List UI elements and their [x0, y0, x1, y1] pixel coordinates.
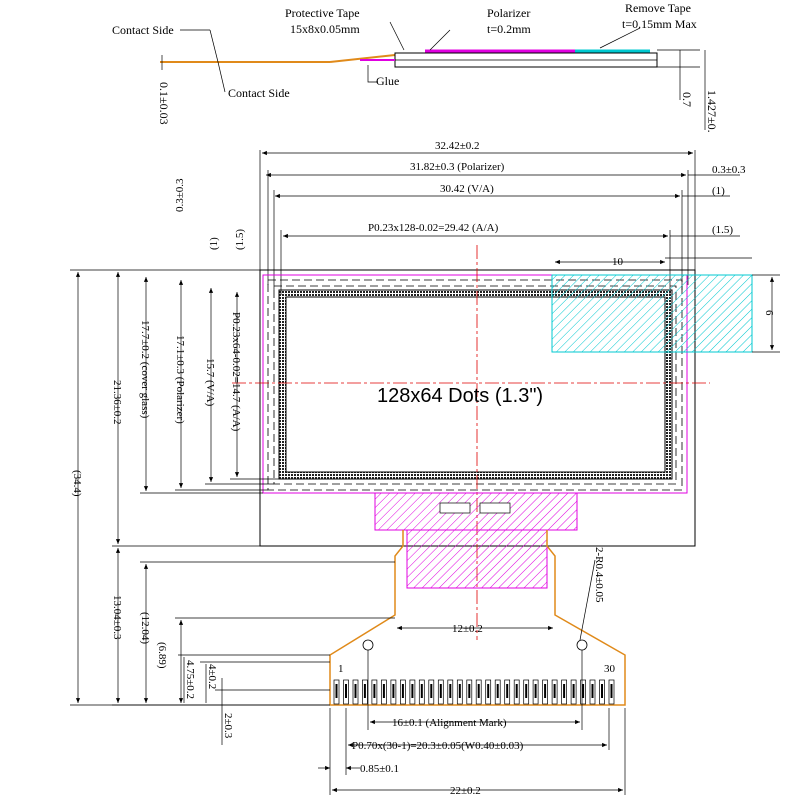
fpc-pin-contact [382, 684, 385, 698]
dim-width-total: 32.42±0.2 [435, 140, 480, 152]
fpc-pin-contact [430, 684, 433, 698]
dim-height-total: (34.4) [71, 470, 83, 497]
protective-tape-label: Protective Tape [285, 6, 360, 20]
contact-side-bottom-label: Contact Side [228, 86, 290, 100]
dim-alignment: 16±0.1 (Alignment Mark) [392, 717, 507, 729]
fpc-pin-contact [582, 684, 585, 698]
fpc-pin-contact [411, 684, 414, 698]
fpc-pin-contact [335, 684, 338, 698]
fpc-pin-contact [468, 684, 471, 698]
dim-height-aa: P0.23x64-0.02=14.7 (A/A) [230, 312, 242, 432]
ic-bonding-area [374, 492, 578, 531]
fpc-pin-contact [553, 684, 556, 698]
dim-height-glass: 21.36±0.2 [111, 380, 123, 425]
fpc-pin-contact [544, 684, 547, 698]
fpc-pin-contact [591, 684, 594, 698]
fpc-pin-contact [601, 684, 603, 698]
side-view: Contact Side Contact Side Protective Tap… [112, 1, 719, 133]
dim-fpc-475: 4.75±0.2 [184, 660, 196, 699]
fpc-pin-contact [487, 684, 490, 698]
fpc-pin-contact [610, 684, 613, 698]
dim-right-15: (1.5) [712, 224, 733, 236]
dim-height-va: 15.7 (V/A) [204, 358, 216, 407]
dim-right-1: (1) [712, 185, 725, 197]
fpc-pin-contact [458, 684, 461, 698]
dim-width-polarizer: 31.82±0.3 (Polarizer) [410, 161, 505, 173]
dim-fpc-width: 22±0.2 [450, 785, 481, 797]
dim-right-03: 0.3±0.3 [712, 164, 746, 176]
fpc-pin-contact [506, 684, 509, 698]
pin-first-label: 1 [338, 663, 344, 675]
dim-edge: 0.85±0.1 [360, 763, 399, 775]
fpc-pin-contact [534, 684, 537, 698]
front-view: 32.42±0.2 31.82±0.3 (Polarizer) 30.42 (V… [70, 140, 780, 797]
polarizer-label: Polarizer [487, 6, 530, 20]
dim-tape-height: 6 [763, 310, 775, 316]
dim-fpc-1304: 13.04±0.3 [111, 595, 123, 640]
dim-pitch: P0.70x(30-1)=20.3±0.05(W0.40±0.03) [352, 740, 524, 752]
dim-fpc-2: 2±0.3 [222, 713, 234, 739]
glue-label: Glue [376, 74, 399, 88]
resolution-label: 128x64 Dots (1.3") [377, 385, 543, 407]
remove-tape-thickness: t=0.15mm Max [622, 17, 697, 31]
dim-fpc-12: 12±0.2 [452, 623, 483, 635]
fpc-pin-contact [401, 684, 404, 698]
pin-last-label: 30 [604, 663, 616, 675]
dim-fpc-radius: 2-R0.4±0.05 [593, 547, 605, 603]
fpc-pin-contact [373, 684, 376, 698]
fpc-outline [329, 530, 626, 706]
fpc-pin-contact [477, 684, 480, 698]
contact-side-top-label: Contact Side [112, 23, 174, 37]
fpc-pin-contact [449, 684, 452, 698]
dim-fpc-4: 4±0.2 [206, 664, 218, 689]
fpc-pin-contact [392, 684, 395, 698]
dim-fpc-689: (6.89) [156, 642, 168, 669]
fpc-pin-contact [354, 684, 357, 698]
fpc-pin-contact [496, 684, 499, 698]
fpc-alignment-hole-left [362, 639, 374, 651]
fpc-pin-contact [345, 684, 347, 698]
fpc-alignment-hole-right [576, 639, 588, 651]
dim-height-polarizer: 17.1±0.3 (Polarizer) [174, 335, 186, 424]
dim-height-cover: 17.7±0.2 (cover glass) [139, 320, 151, 419]
fpc-pin-contact [572, 684, 575, 698]
ic-chip-area [406, 529, 548, 589]
dim-fpc-1204: (12.04) [139, 612, 151, 644]
glass-thickness-label: 0.7 [680, 92, 694, 107]
dim-left-03: 0.3±0.3 [174, 178, 186, 212]
remove-tape-label: Remove Tape [625, 1, 691, 15]
total-thickness-label: 1.427±0. [705, 90, 719, 133]
remove-tape-area [551, 274, 753, 353]
dim-tape-width: 10 [612, 256, 624, 268]
dim-width-va: 30.42 (V/A) [440, 183, 494, 195]
dim-width-aa: P0.23x128-0.02=29.42 (A/A) [368, 222, 499, 234]
fpc-pin-contact [525, 684, 528, 698]
fpc-pin-contact [363, 684, 366, 698]
fpc-pins [333, 679, 615, 705]
protective-tape-dims: 15x8x0.05mm [290, 22, 360, 36]
fpc-pin-contact [439, 684, 442, 698]
fpc-pin-contact [420, 684, 423, 698]
polarizer-thickness: t=0.2mm [487, 22, 531, 36]
fpc-pin-contact [563, 684, 566, 698]
fpc-pin-contact [515, 684, 518, 698]
dim-left-15: (1.5) [234, 229, 246, 250]
dim-left-1: (1) [208, 237, 220, 250]
fpc-thickness-label: 0.1±0.03 [157, 82, 171, 125]
